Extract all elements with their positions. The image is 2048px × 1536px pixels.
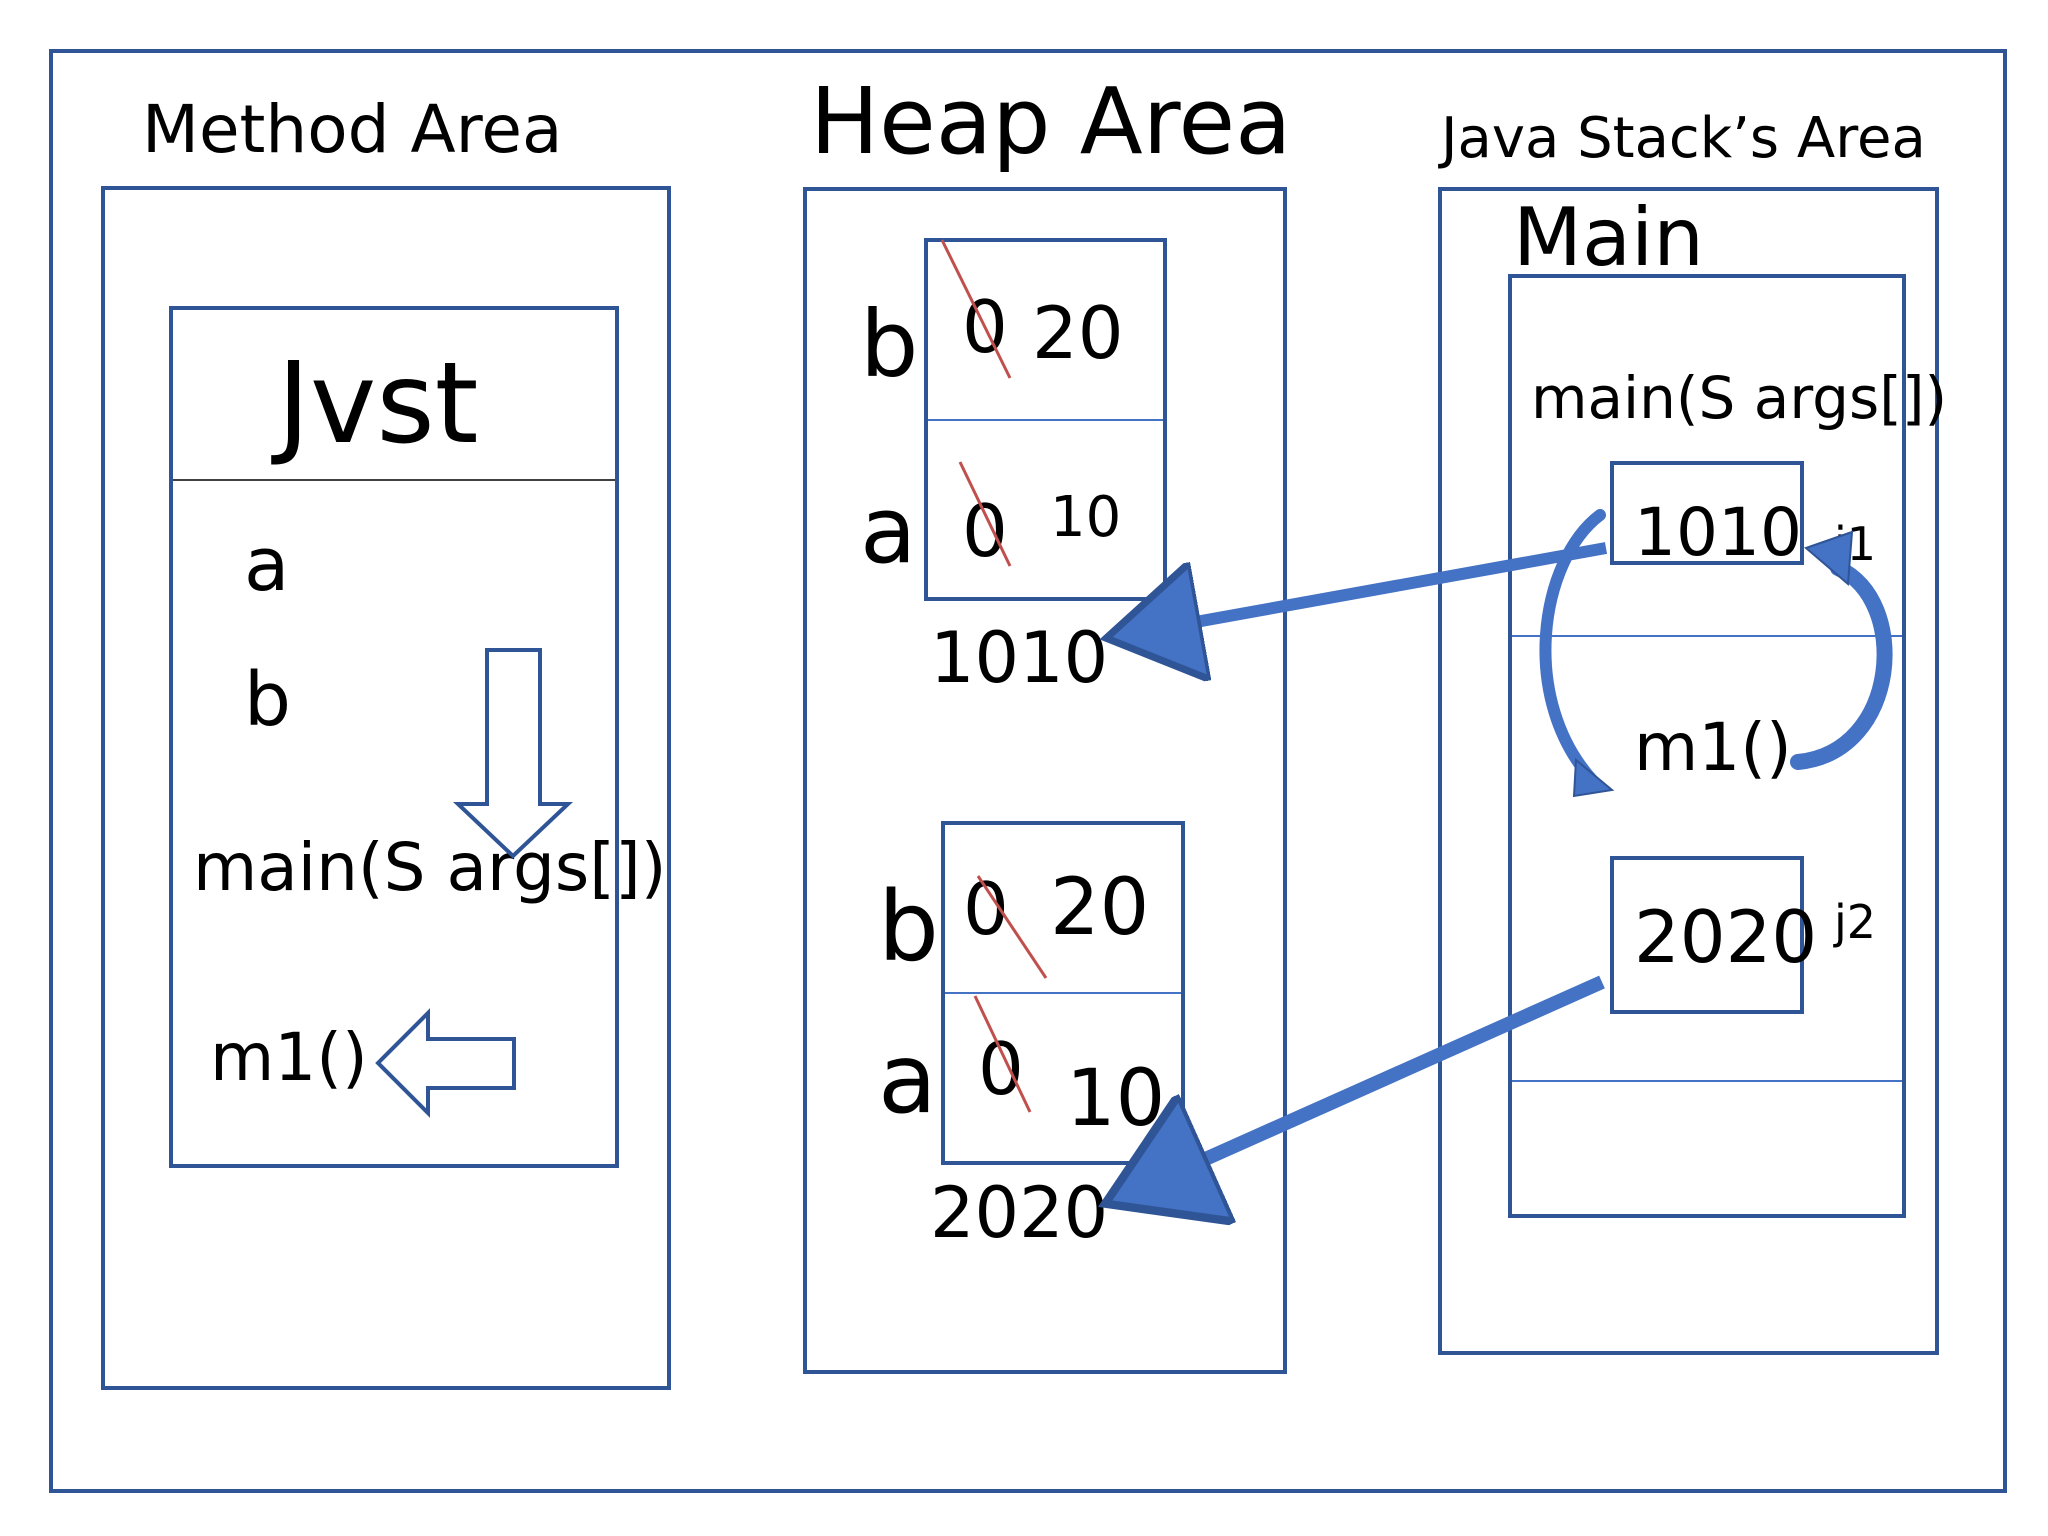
- field-name-b: b: [878, 871, 939, 983]
- strike-mark: [940, 239, 1012, 379]
- object-address: 1010: [930, 617, 1108, 699]
- method-area-title: Method Area: [142, 91, 562, 168]
- call-curve-arrowhead-icon: [1572, 757, 1615, 798]
- object-box: [924, 238, 1167, 601]
- field-new-value-b: 20: [1050, 863, 1149, 953]
- reference-box-1010: [1610, 461, 1804, 565]
- down-arrow-icon: [452, 648, 574, 859]
- frame-main-method: main(S args[]): [1531, 364, 1947, 432]
- object-box: [941, 821, 1185, 1165]
- field-name-a: a: [878, 1023, 937, 1135]
- field-b: b: [244, 657, 291, 743]
- return-curve-arrow-icon: [1790, 560, 1893, 770]
- reference-value-1010: 1010: [1634, 494, 1802, 571]
- field-name-a: a: [860, 477, 916, 584]
- heap-area-box: [803, 187, 1287, 1374]
- field-name-b: b: [860, 291, 918, 398]
- method-m1: m1(): [210, 1019, 368, 1096]
- reference-arrow-2020: [1118, 975, 1605, 1198]
- thread-name: Main: [1513, 191, 1704, 284]
- thread-stack-box: [1508, 274, 1906, 1218]
- object-address: 2020: [930, 1172, 1108, 1254]
- field-old-value-b: 0: [963, 867, 1009, 951]
- left-arrow-icon: [375, 1008, 516, 1118]
- reference-arrow-1010: [1118, 542, 1608, 636]
- heap-object-1010: b 0 20 a 0 10 1010: [860, 238, 1167, 699]
- field-old-value-a: 0: [962, 489, 1008, 573]
- strike-mark: [973, 995, 1032, 1113]
- stack-area-box: [1438, 187, 1939, 1355]
- field-new-value-b: 20: [1032, 291, 1124, 375]
- strike-mark: [958, 461, 1012, 567]
- frame-m1-method: m1(): [1634, 709, 1792, 786]
- variable-j2: j2: [1833, 895, 1876, 949]
- field-new-value-a: 10: [1050, 485, 1121, 550]
- reference-value-2020: 2020: [1634, 895, 1817, 979]
- return-curve-arrowhead-icon: [1804, 530, 1854, 587]
- stack-area-title: Java Stack’s Area: [1438, 106, 1926, 171]
- reference-box-2020: [1610, 856, 1804, 1014]
- class-name: Jvst: [271, 339, 479, 469]
- heap-object-2020: b 0 20 a 0 10 2020: [878, 821, 1185, 1254]
- outer-frame: [49, 49, 2007, 1493]
- field-old-value-a: 0: [978, 1027, 1024, 1111]
- heap-area-title: Heap Area: [810, 68, 1292, 175]
- method-main: main(S args[]): [193, 829, 666, 906]
- class-box: [169, 306, 619, 1168]
- strike-mark: [976, 875, 1048, 979]
- field-a: a: [244, 522, 289, 608]
- field-new-value-a: 10: [1066, 1054, 1165, 1144]
- call-curve-arrow-icon: [1539, 509, 1606, 788]
- method-area-box: [101, 186, 671, 1390]
